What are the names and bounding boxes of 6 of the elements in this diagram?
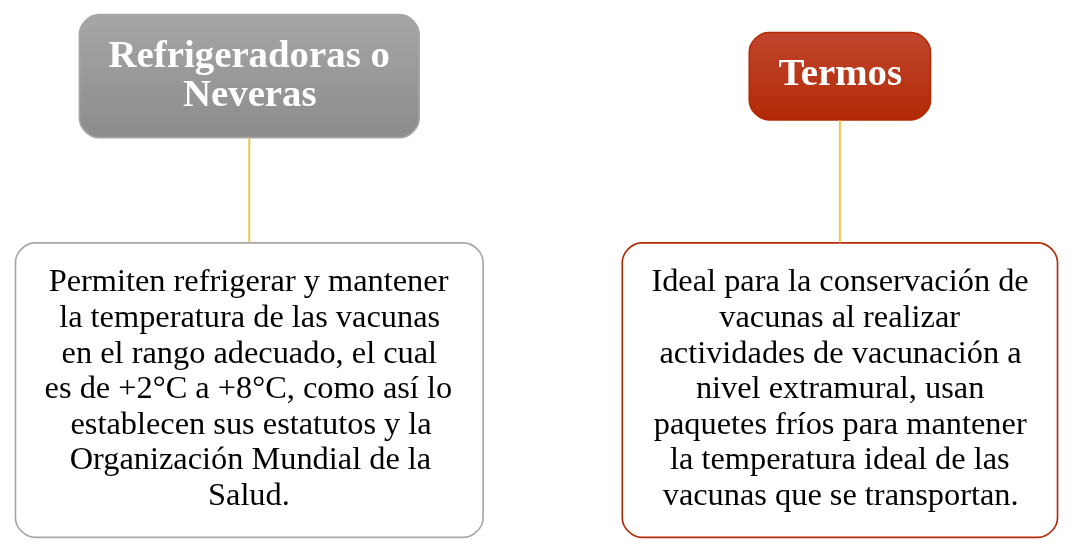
connector bbox=[247, 136, 250, 244]
connector bbox=[838, 119, 841, 244]
node-box: Refrigeradoras o Neveras bbox=[78, 13, 420, 139]
node-box: Termos bbox=[747, 31, 931, 121]
node-box: Ideal para la conservación de vacunas al realizar actividades de vacunación a nivel extramural, usan paquetes fríos para mantener la temperatura ideal de las vacunas que se transportan. bbox=[620, 242, 1058, 539]
node-box: Permiten refrigerar y mantener la temperatura de las vacunas en el rango adecuado, el cual es de +2°C a +8°C, como así lo establecen sus estatutos y la Organización Mundial de la Salud. bbox=[14, 242, 484, 539]
